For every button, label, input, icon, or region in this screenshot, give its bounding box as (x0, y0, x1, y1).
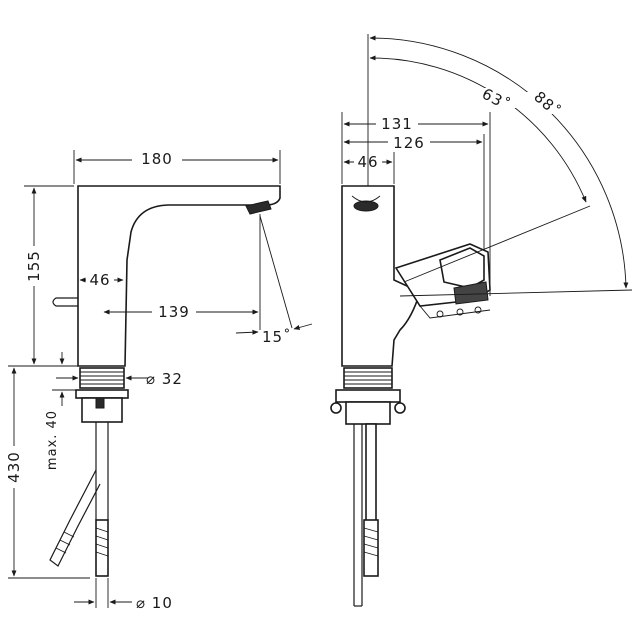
dim-width-overall: 180 (141, 150, 173, 168)
side-mount-thread (75, 367, 129, 520)
dim-total-height: 430 (5, 451, 23, 483)
front-aerator (353, 200, 379, 212)
dim-height: 155 (25, 250, 43, 282)
dim-spout-reach: 139 (158, 303, 190, 321)
side-faucet-body (77, 185, 281, 367)
dim-thread-diameter: ⌀ 32 (146, 370, 183, 388)
dim-spout-angle: 15˚ (262, 328, 292, 346)
dim-max-thickness: max. 40 (45, 410, 60, 470)
dim-depth-overall: 131 (381, 115, 413, 133)
side-lever (52, 297, 78, 307)
front-view: 131 126 46 63˚ 88˚ (330, 34, 633, 607)
side-aerator (245, 200, 272, 215)
front-mount-thread (330, 367, 406, 607)
dim-hose-diameter: ⌀ 10 (136, 594, 173, 612)
dim-body-width-side: 46 (89, 271, 110, 289)
dim-depth-handle: 126 (393, 134, 425, 152)
side-view: 180 155 46 139 15˚ ⌀ 32 max. 40 (4, 150, 313, 612)
side-hoses (49, 469, 109, 577)
